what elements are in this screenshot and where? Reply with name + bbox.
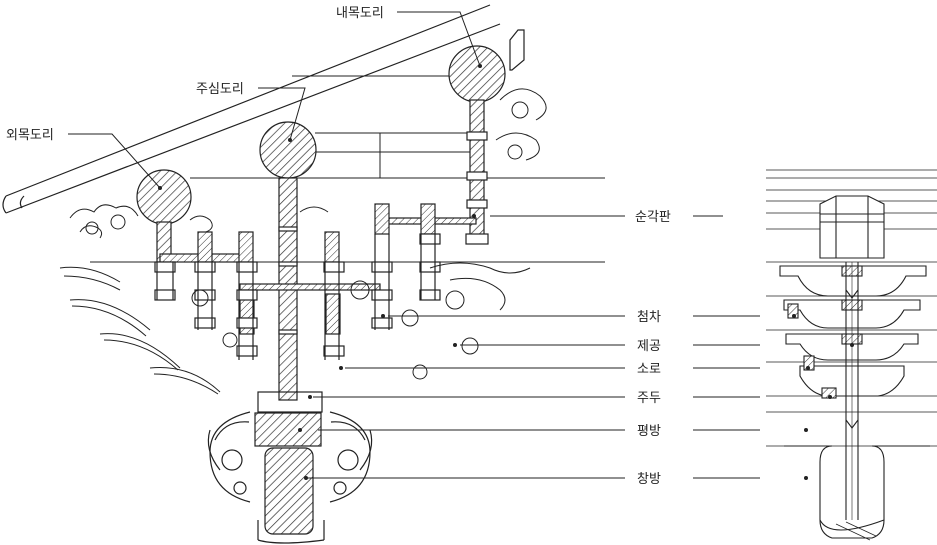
right-leader-lines: [693, 215, 760, 479]
oemok-purlin: [136, 169, 192, 225]
label-changbang: 창방: [637, 472, 661, 487]
label-judu: 주두: [637, 391, 661, 406]
label-naemok: 내목도리: [336, 6, 384, 21]
bracket-arms: [156, 234, 436, 360]
leader-lines: [68, 11, 625, 479]
column-capital: [207, 391, 373, 503]
label-sungakpan: 순각판: [635, 210, 671, 225]
right-elevation-drawing: [766, 169, 937, 541]
label-oemok: 외목도리: [6, 128, 54, 143]
left-section-drawing: [2, 4, 605, 544]
label-soro: 소로: [637, 362, 661, 377]
changbang-beam: [264, 447, 314, 535]
label-cheomcha: 첨차: [637, 310, 661, 325]
naemok-purlin: [448, 45, 506, 103]
label-pyeongbang: 평방: [637, 424, 661, 439]
right-leader-dots: [792, 314, 854, 480]
inner-post: [469, 99, 485, 236]
bracket-blocks: [197, 203, 436, 335]
label-jusim: 주심도리: [196, 82, 244, 97]
leader-dots: [158, 64, 482, 480]
rafter: [2, 4, 501, 214]
soro-blocks: [154, 233, 489, 357]
pyeongbang-beam: [254, 412, 322, 447]
label-jegong: 제공: [637, 339, 661, 354]
jusim-purlin: [259, 121, 317, 179]
cloud-ornaments: [59, 88, 547, 395]
